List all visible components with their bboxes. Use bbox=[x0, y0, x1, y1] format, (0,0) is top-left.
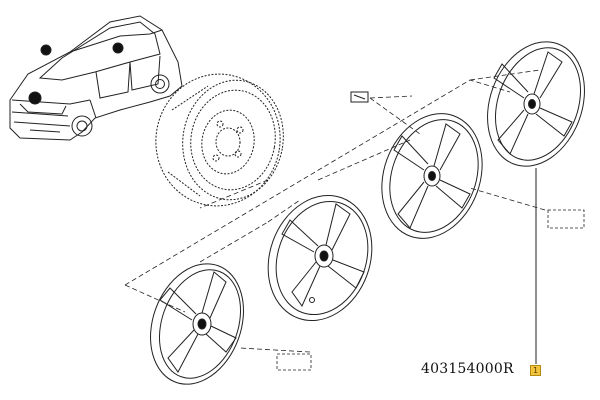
assembly-leader-lines bbox=[124, 69, 546, 353]
wheel-cover-top-right bbox=[487, 41, 585, 167]
callout-marker[interactable]: 1 bbox=[530, 365, 541, 376]
wheel-cover-upper-middle bbox=[381, 113, 483, 239]
steel-wheel bbox=[155, 73, 284, 207]
part-reference-number: 403154000R bbox=[421, 361, 514, 377]
label-boxes bbox=[276, 209, 585, 371]
clip-part bbox=[350, 91, 369, 103]
car-illustration bbox=[9, 15, 183, 141]
wheel-cover-middle bbox=[267, 194, 373, 322]
wheel-cover-front-left bbox=[150, 263, 244, 385]
